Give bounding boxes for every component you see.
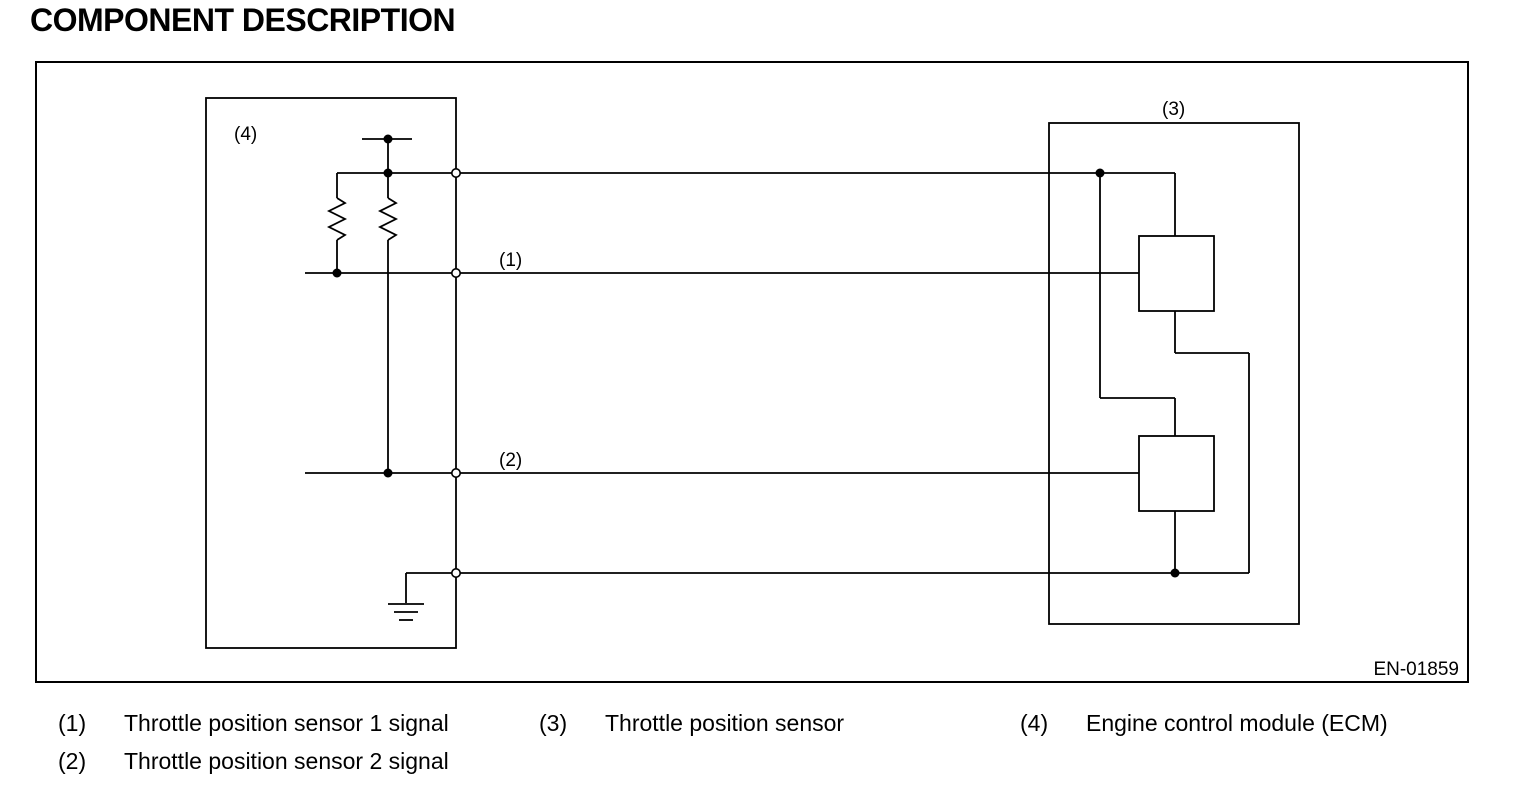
junction-dot [383, 468, 393, 478]
legend-text: Throttle position sensor 2 signal [124, 748, 449, 774]
sensor-element-2 [1138, 435, 1215, 512]
legend-number: (1) [58, 710, 87, 736]
junction-dot [1095, 168, 1105, 178]
legend-text: Engine control module (ECM) [1086, 710, 1388, 736]
sensor-label: (3) [1162, 99, 1185, 120]
sensor-element-1 [1138, 235, 1215, 312]
pullup-resistor-1 [326, 197, 348, 241]
connector-terminal [450, 567, 461, 578]
figure-id: EN-01859 [1373, 659, 1459, 680]
junction-dot [383, 134, 393, 144]
junction-dot [1170, 568, 1180, 578]
legend-number: (4) [1020, 710, 1049, 736]
legend-number: (3) [539, 710, 568, 736]
legend-text: Throttle position sensor [605, 710, 845, 736]
sensor-box [1048, 122, 1300, 625]
diagram-frame [35, 61, 1469, 683]
junction-dot [383, 168, 393, 178]
legend-text: Throttle position sensor 1 signal [124, 710, 449, 736]
page-title: COMPONENT DESCRIPTION [30, 2, 456, 38]
connector-terminal [450, 168, 461, 179]
signal-1-label: (1) [499, 250, 522, 271]
signal-2-label: (2) [499, 450, 522, 471]
legend-number: (2) [58, 748, 87, 774]
ecm-box [205, 97, 457, 649]
connector-terminal [450, 467, 461, 478]
connector-terminal [450, 267, 461, 278]
ecm-label: (4) [234, 124, 257, 145]
junction-dot [332, 268, 342, 278]
pullup-resistor-2 [377, 197, 399, 241]
